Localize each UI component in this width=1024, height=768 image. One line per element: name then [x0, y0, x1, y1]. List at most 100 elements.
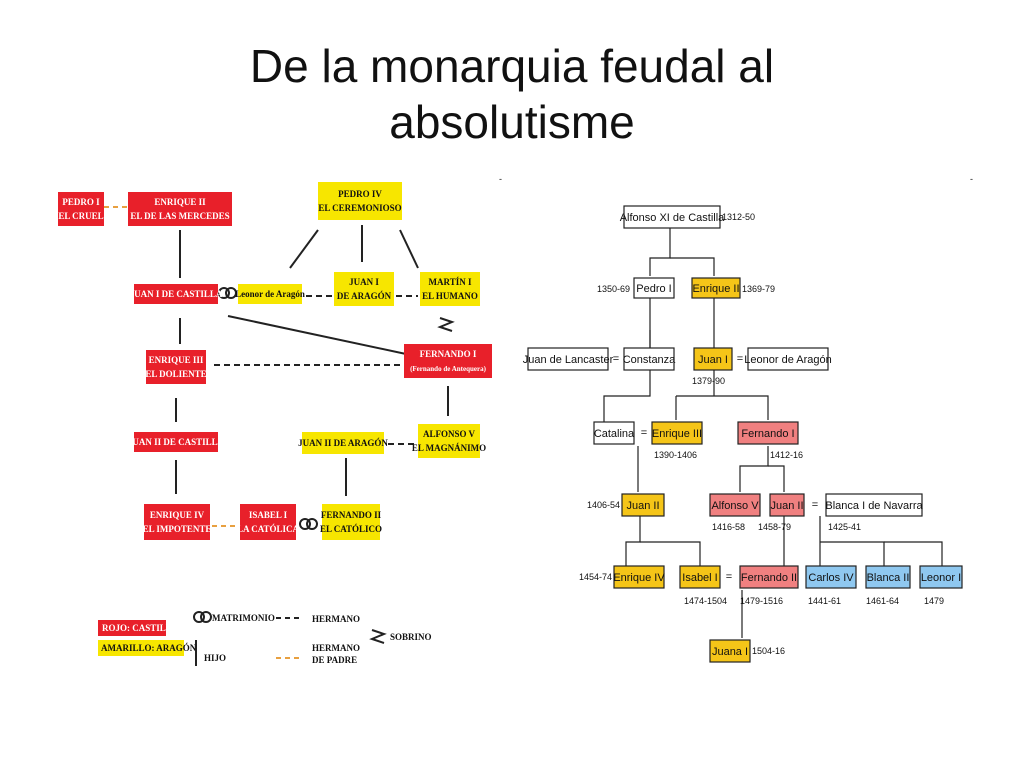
box-fernando-i: FERNANDO I (Fernando de Antequera): [404, 344, 492, 378]
node-enrique-iii: Enrique III 1390-1406: [651, 421, 703, 460]
legend-matrimonio: MATRIMONIO: [212, 613, 275, 623]
node-pedro-i: Pedro I 1350-69: [597, 277, 675, 299]
label: EL MAGNÁNIMO: [412, 443, 486, 453]
marriage-equals: =: [812, 499, 818, 511]
page-title: De la monarquia feudal al absolutisme: [0, 38, 1024, 150]
marriage-equals: =: [737, 353, 743, 365]
node-label: Enrique II: [692, 283, 739, 295]
label: LA CATÓLICA: [237, 524, 300, 534]
node-box: [623, 205, 721, 229]
title-line-1: De la monarquia feudal al: [249, 40, 775, 92]
node-label: Blanca II: [867, 572, 910, 584]
node-years: 1406-54: [587, 500, 620, 510]
node-label: Alfonso V: [711, 500, 759, 512]
box-enrique-iii: ENRIQUE III EL DOLIENTE: [145, 350, 207, 384]
node-years: 1461-64: [866, 596, 899, 606]
node-label: Isabel I: [682, 572, 717, 584]
matrimonio-icon: [218, 287, 237, 299]
box-enrique-iv: ENRIQUE IV EL IMPOTENTE: [143, 504, 212, 540]
left-tree-boxes: PEDRO I EL CRUEL ENRIQUE II EL DE LAS ME…: [58, 182, 492, 540]
box-pedro-i-el-cruel: PEDRO I EL CRUEL: [58, 192, 104, 226]
node-years: 1504-16: [752, 646, 785, 656]
node-box: [623, 347, 675, 371]
child-line: [227, 315, 407, 355]
node-box: [747, 347, 829, 371]
label: EL CRUEL: [58, 211, 103, 221]
child-line: [289, 229, 319, 269]
label: FERNANDO II: [321, 510, 382, 520]
node-label: Fernando I: [741, 428, 794, 440]
label: ENRIQUE III: [149, 355, 204, 365]
node-box: [709, 639, 751, 663]
label: EL DOLIENTE: [145, 369, 206, 379]
node-box: [825, 493, 923, 517]
node-box: [693, 347, 733, 371]
node-years: 1312-50: [722, 212, 755, 222]
label: EL HUMANO: [422, 291, 478, 301]
node-label: Leonor I: [921, 572, 961, 584]
label: EL DE LAS MERCEDES: [130, 211, 229, 221]
marriage-equals: =: [641, 427, 647, 439]
box-juan-ii-aragon: JUAN II DE ARAGÓN: [298, 432, 388, 454]
node-box: [865, 565, 911, 589]
marriage-equals: =: [613, 353, 619, 365]
node-box: [691, 277, 741, 299]
node-box: [769, 493, 805, 517]
box-juan-i-castilla: JUAN I DE CASTILLA: [130, 284, 223, 304]
node-box: [739, 565, 799, 589]
label: JUAN I: [349, 277, 379, 287]
label: FERNANDO I: [420, 349, 477, 359]
node-label: Pedro I: [636, 283, 671, 295]
node-juan-i: Juan I 1379-90: [692, 347, 733, 386]
node-years: 1458-79: [758, 522, 791, 532]
marker-glyph: -: [970, 174, 973, 184]
left-tree-legend: ROJO: CASTILLA AMARILLO: ARAGÓN MATRIMON…: [98, 611, 432, 666]
node-leonor-aragon: Leonor de Aragón: [744, 347, 832, 371]
node-label: Fernando II: [741, 572, 797, 584]
matrimonio-icon: [299, 518, 318, 530]
node-years: 1350-69: [597, 284, 630, 294]
node-label: Carlos IV: [808, 572, 854, 584]
node-box: [621, 493, 665, 517]
label: ENRIQUE IV: [150, 510, 205, 520]
node-box: [593, 421, 635, 445]
box-isabel-i: ISABEL I LA CATÓLICA: [237, 504, 300, 540]
node-label: Juan I: [698, 354, 728, 366]
legend-rojo: ROJO: CASTILLA: [102, 623, 179, 633]
title-line-2: absolutisme: [389, 96, 635, 148]
node-label: Leonor de Aragón: [744, 354, 831, 366]
node-label: Alfonso XI de Castilla: [620, 212, 725, 224]
sobrino-icon: [369, 629, 387, 644]
left-family-tree: [104, 206, 449, 527]
label: ALFONSO V: [423, 429, 476, 439]
label: EL IMPOTENTE: [143, 524, 212, 534]
box-martin-i: MARTÍN I EL HUMANO: [420, 272, 480, 306]
box-fernando-ii: FERNANDO II EL CATÓLICO: [320, 504, 382, 540]
node-years: 1390-1406: [654, 450, 697, 460]
node-box: [527, 347, 609, 371]
box-enrique-ii: ENRIQUE II EL DE LAS MERCEDES: [128, 192, 232, 226]
node-catalina: Catalina: [593, 421, 635, 445]
node-years: 1379-90: [692, 376, 725, 386]
node-box: [737, 421, 799, 445]
node-box: [709, 493, 761, 517]
node-label: Enrique IV: [613, 572, 665, 584]
box-pedro-iv: PEDRO IV EL CEREMONIOSO: [318, 182, 402, 220]
node-fernando-i: Fernando I 1412-16: [737, 421, 803, 460]
node-years: 1412-16: [770, 450, 803, 460]
node-label: Catalina: [594, 428, 635, 440]
node-label: Enrique III: [652, 428, 702, 440]
label: ENRIQUE II: [154, 197, 206, 207]
node-years: 1454-74: [579, 572, 612, 582]
node-box: [651, 421, 703, 445]
label: EL CEREMONIOSO: [318, 203, 401, 213]
